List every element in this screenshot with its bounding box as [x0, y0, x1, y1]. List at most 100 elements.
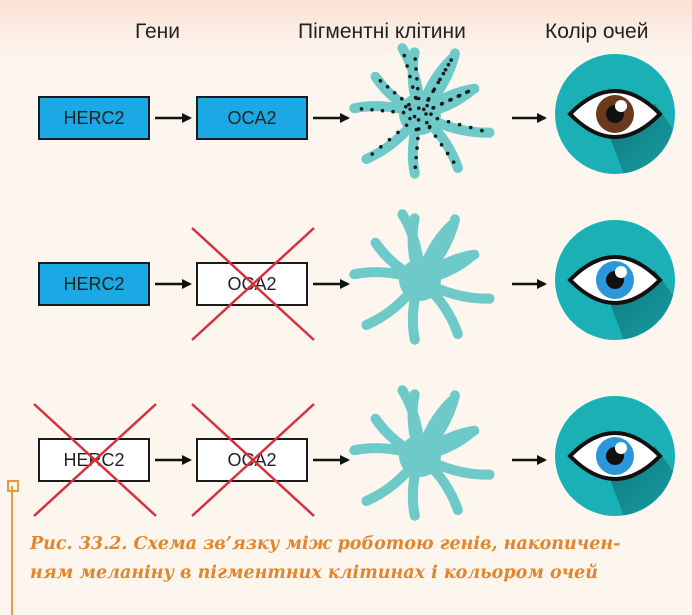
melanin-granule	[445, 151, 450, 156]
pigment-cells	[349, 43, 495, 521]
melanin-granule	[433, 134, 438, 138]
melanin-granule	[415, 76, 419, 81]
melanin-granule	[431, 106, 435, 110]
melanin-granule	[359, 107, 364, 111]
melanin-granule	[412, 114, 417, 119]
melanin-granule	[415, 86, 420, 91]
melanin-granule	[407, 102, 411, 107]
melanin-granule	[417, 106, 421, 110]
eye-highlight	[615, 266, 627, 278]
melanin-granule	[414, 155, 418, 160]
inactive-gene-cross	[191, 403, 315, 517]
cross-stroke	[33, 403, 157, 517]
melanin-granule	[431, 89, 435, 94]
cross-stroke	[191, 403, 315, 517]
melanin-granule	[387, 137, 392, 142]
melanin-granule	[439, 102, 444, 106]
caption-marker	[7, 480, 19, 492]
melanin-granule	[424, 112, 428, 116]
melanin-granule	[380, 108, 385, 113]
pigment-cell-row2	[349, 209, 495, 345]
melanin-granule	[414, 127, 419, 132]
melanin-granule	[456, 94, 461, 98]
eye-icon-row1	[555, 54, 675, 174]
melanin-granule	[378, 79, 383, 83]
gene-label: OCA2	[227, 107, 277, 128]
melanin-granule	[408, 116, 412, 121]
melanin-granule	[438, 77, 442, 82]
melanin-granule	[370, 152, 375, 156]
background-glow	[0, 0, 692, 60]
melanin-granule	[396, 130, 400, 135]
eyes	[555, 54, 675, 516]
header-pigment-cells: Пігментні клітини	[298, 20, 466, 43]
header-genes: Гени	[135, 20, 180, 43]
melanin-granule	[404, 123, 409, 128]
melanin-granule	[416, 118, 421, 122]
melanin-granule	[408, 107, 412, 111]
melanin-granule	[415, 146, 419, 150]
eye-highlight	[615, 100, 627, 112]
melanin-granule	[402, 53, 407, 58]
melanin-granule	[408, 74, 412, 79]
melanin-granule	[427, 124, 432, 129]
melanin-granule	[370, 108, 374, 112]
melanin-granule	[429, 112, 433, 116]
melanin-granule	[464, 90, 469, 94]
melanin-granule	[449, 58, 453, 62]
melanin-granule	[451, 160, 456, 164]
gene-box-herc2-row2: HERC2	[38, 262, 150, 306]
cross-stroke	[191, 227, 315, 341]
caption-line-2: ням меланіну в пігментних клітинах і кол…	[30, 563, 599, 583]
cell-body	[399, 435, 441, 477]
melanin-granule	[379, 145, 383, 149]
gene-box-oca2-row1: OCA2	[196, 96, 308, 140]
melanin-granule	[425, 120, 429, 125]
pigment-cell-row3	[349, 385, 495, 521]
melanin-granule	[410, 85, 415, 89]
melanin-granule	[385, 84, 390, 89]
melanin-granule	[468, 125, 473, 130]
gene-label: HERC2	[63, 273, 125, 294]
melanin-granule	[391, 109, 395, 114]
gene-box-herc2-row1: HERC2	[38, 96, 150, 140]
melanin-granule	[392, 90, 397, 95]
gene-label: HERC2	[63, 107, 125, 128]
melanin-granule	[401, 110, 406, 115]
melanin-granule	[443, 67, 448, 72]
eye-icon-row2	[555, 220, 675, 340]
melanin-granule	[457, 122, 462, 127]
arrows	[155, 113, 547, 465]
melanin-granule	[425, 103, 429, 108]
header-eye-color: Колір очей	[545, 20, 649, 43]
melanin-granule	[414, 67, 418, 71]
melanin-granule	[413, 57, 417, 61]
eye-highlight	[615, 442, 627, 454]
melanin-granule	[414, 96, 419, 101]
inactive-gene-cross	[191, 227, 315, 341]
cell-body	[399, 259, 441, 301]
melanin-granule	[422, 107, 426, 112]
melanin-granule	[416, 136, 420, 141]
inactive-gene-cross	[33, 403, 157, 517]
melanin-granule	[399, 96, 404, 101]
melanin-granule	[441, 71, 446, 76]
melanin-granule	[446, 119, 451, 124]
pigment-cell-row1	[349, 43, 495, 179]
melanin-granule	[480, 128, 484, 133]
melanin-granule	[403, 104, 408, 109]
gene-crosses	[33, 227, 315, 517]
melanin-granule	[405, 64, 409, 68]
figure-caption: Рис. 33.2. Схема зв’язку між роботою ген…	[30, 530, 680, 588]
melanin-granule	[446, 62, 451, 67]
melanin-granule	[426, 98, 430, 102]
melanin-granule	[436, 80, 441, 85]
melanin-granule	[439, 143, 444, 147]
caption-line-1: Рис. 33.2. Схема зв’язку між роботою ген…	[30, 534, 621, 554]
melanin-granule	[413, 165, 418, 169]
eye-icon-row3	[555, 396, 675, 516]
melanin-granule	[435, 116, 440, 121]
melanin-granule	[448, 98, 452, 102]
caption-frame-line	[11, 486, 13, 615]
